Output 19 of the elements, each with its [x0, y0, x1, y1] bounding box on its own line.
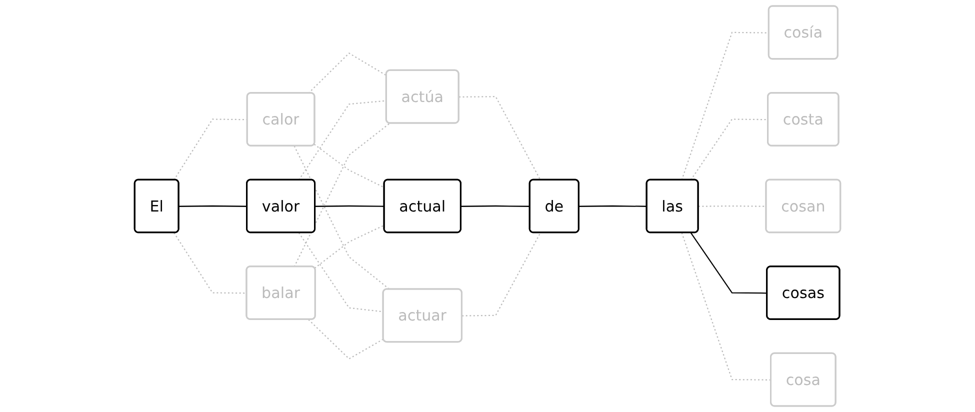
connector — [314, 144, 385, 188]
connector — [174, 118, 248, 180]
connector — [462, 232, 541, 316]
connector — [698, 205, 766, 207]
connector — [294, 146, 390, 290]
connector — [314, 224, 385, 269]
connector — [308, 319, 384, 360]
connector — [461, 205, 530, 207]
connector — [458, 96, 541, 180]
connector — [298, 100, 387, 180]
connector — [315, 205, 384, 207]
connector — [690, 232, 768, 294]
connector — [178, 205, 248, 207]
connector — [681, 232, 772, 380]
connector — [681, 32, 770, 180]
connector — [174, 232, 247, 294]
connector — [579, 205, 647, 207]
connector — [308, 52, 387, 94]
connector — [298, 232, 384, 312]
